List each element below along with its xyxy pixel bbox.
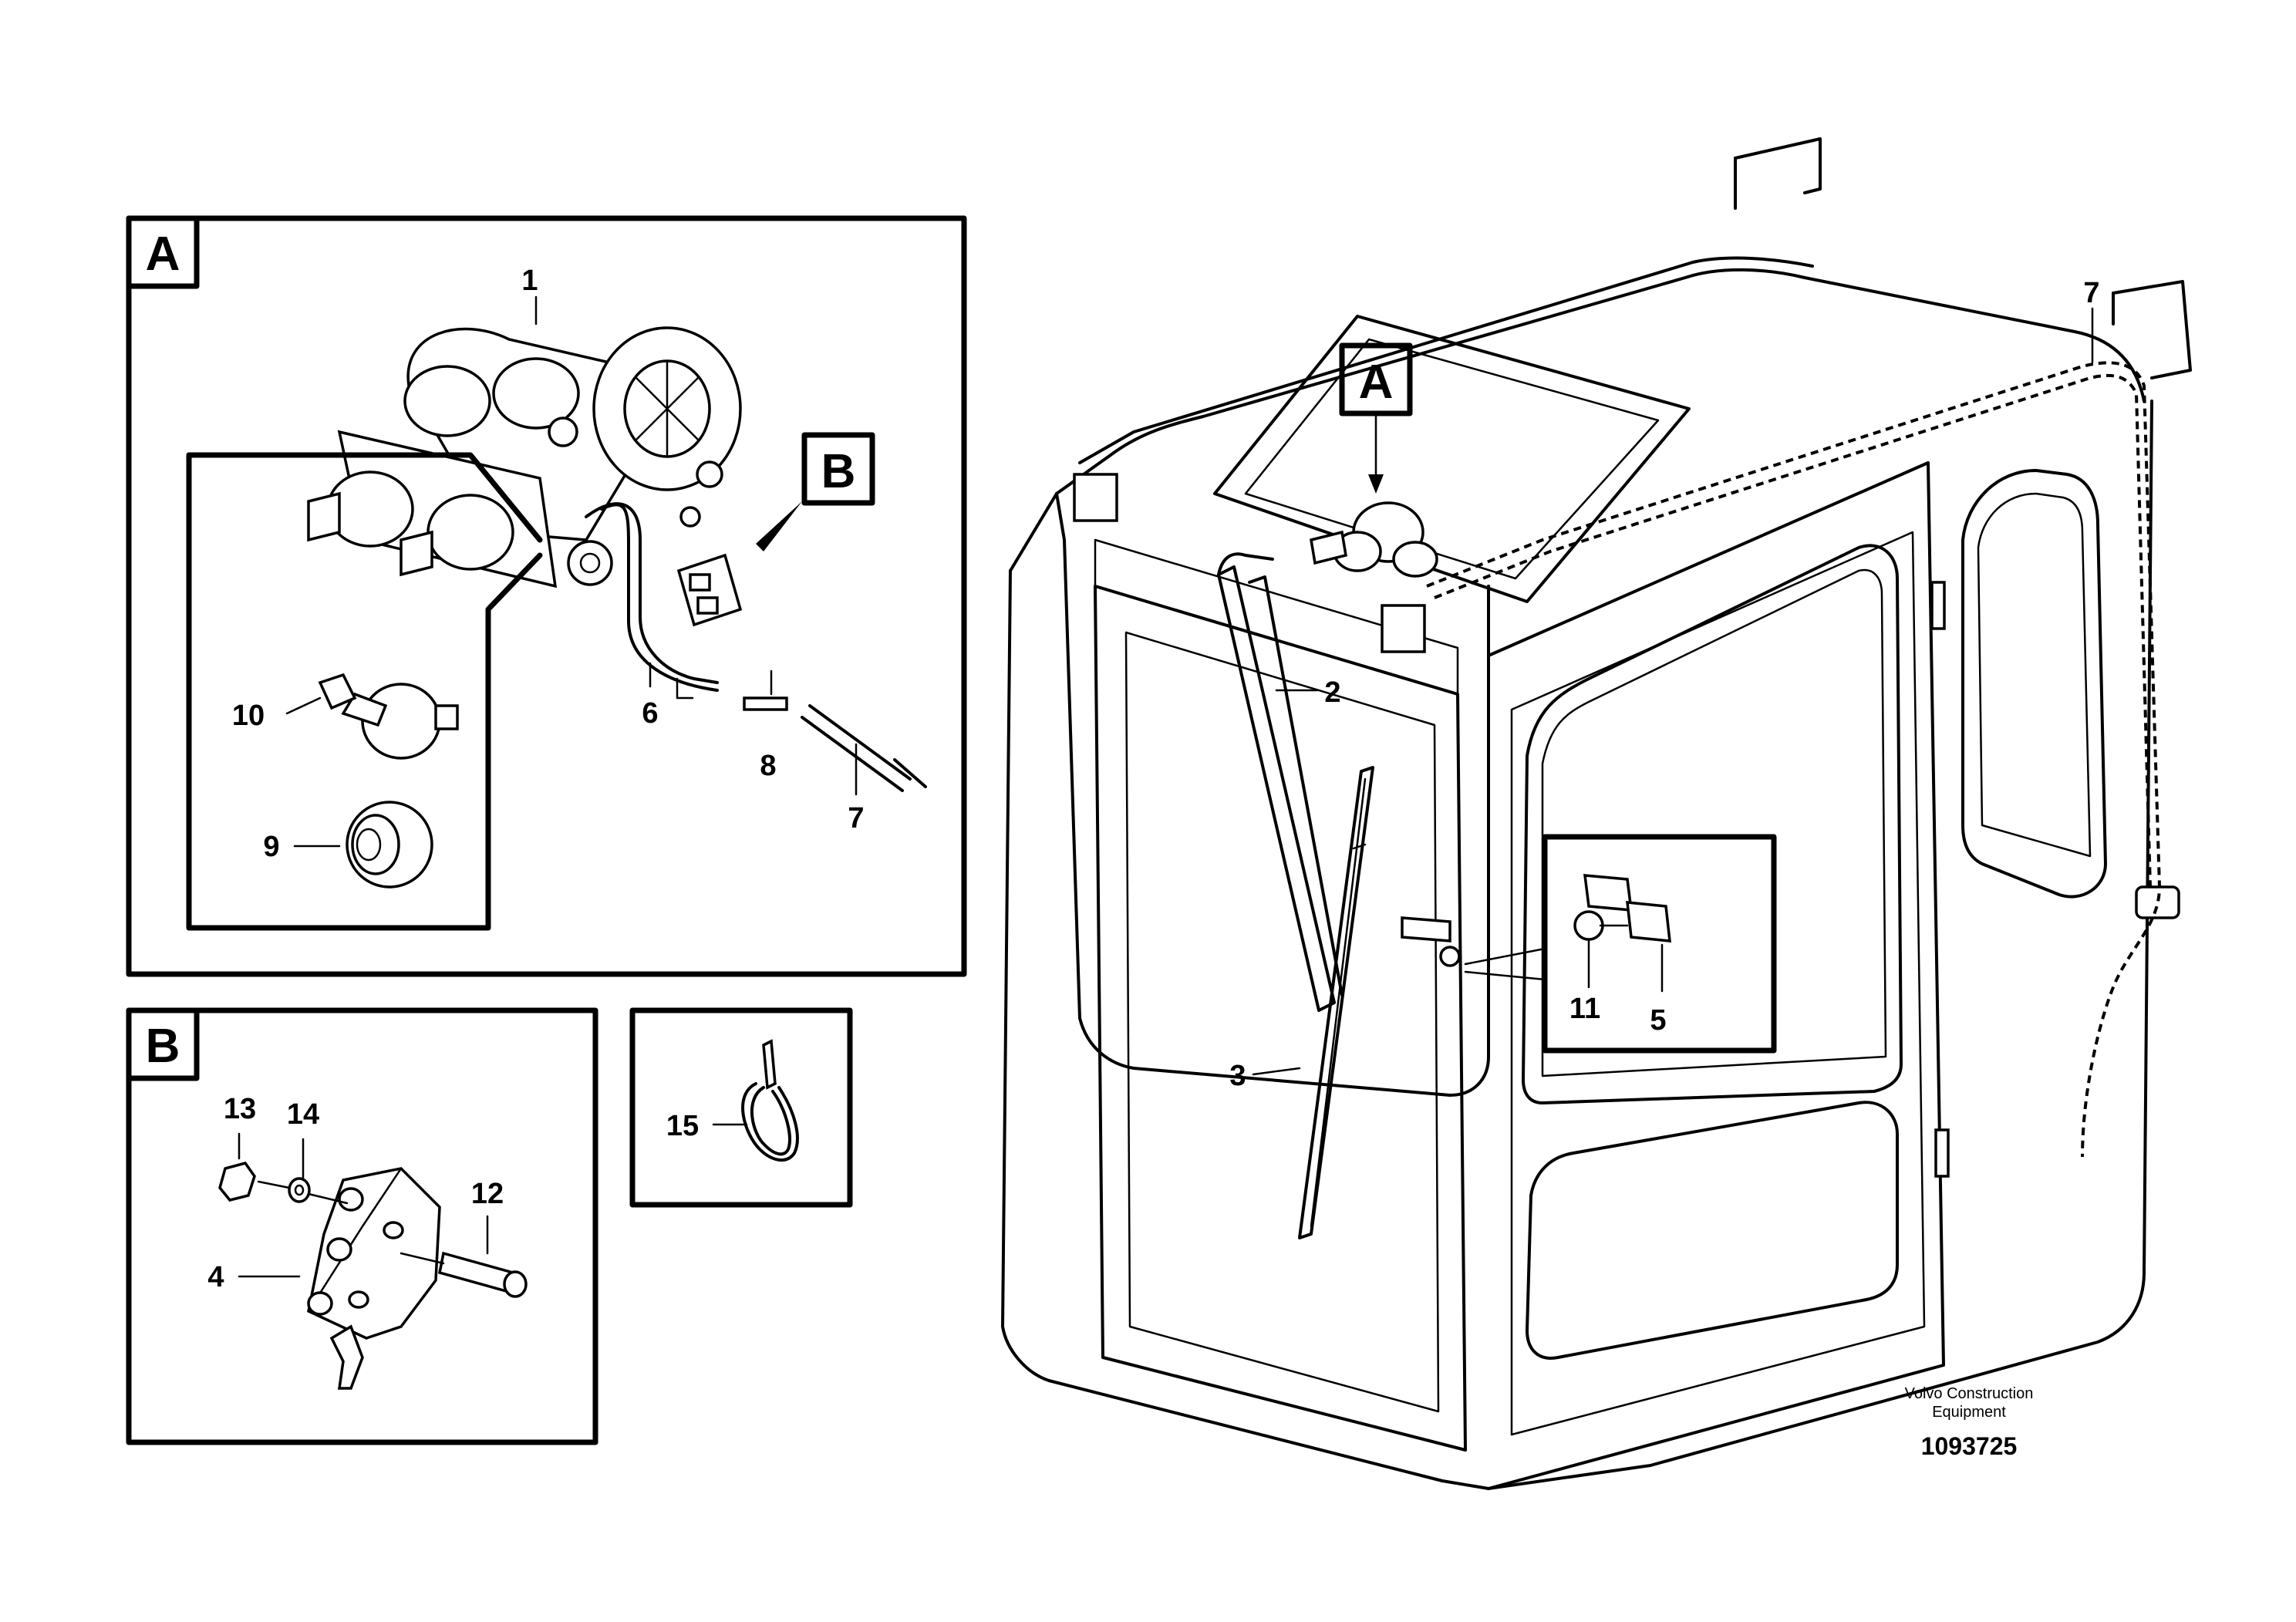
b-ref-arrow xyxy=(756,501,802,551)
panel-b-tag-box xyxy=(126,1007,200,1081)
upper-hinge xyxy=(1930,581,1946,630)
inset-9-10-frame xyxy=(186,452,543,931)
cab-right-lower xyxy=(1487,400,2153,1490)
rear-handle xyxy=(1734,137,1822,194)
rear-side-window xyxy=(1961,469,2107,899)
operator-cab: A 11 5 2 3 7 xyxy=(1001,137,2192,1490)
callout-3: 3 xyxy=(1229,1060,1246,1092)
front-light-right xyxy=(1381,604,1426,653)
door-window xyxy=(1522,544,1903,1104)
drawing-number: 1093725 xyxy=(1921,1432,2018,1460)
drawing-reference: Volvo Construction Equipment 1093725 xyxy=(1905,1385,2034,1460)
panel-a-tag-box xyxy=(126,215,200,289)
door-handle xyxy=(2135,885,2180,919)
cab-wiper-motor xyxy=(1310,501,1438,578)
rubber-grommet xyxy=(346,801,433,889)
cable-tie-loop xyxy=(741,1082,799,1162)
callout-13: 13 xyxy=(224,1093,256,1125)
hose-connector xyxy=(743,696,788,711)
cab-a-ref-tag: A xyxy=(1359,356,1394,409)
callout-9: 9 xyxy=(263,831,279,863)
cab-front-body xyxy=(1055,492,1490,1097)
door-frame xyxy=(1487,461,1945,1490)
callout-1: 1 xyxy=(521,265,538,297)
cable-tie xyxy=(762,1039,777,1090)
wiper-blade xyxy=(1298,766,1374,1239)
panel-a-b-ref-box xyxy=(801,432,875,506)
hose-clip xyxy=(676,677,694,700)
callout-12: 12 xyxy=(471,1178,504,1210)
company-line-1: Volvo Construction xyxy=(1905,1385,2034,1402)
callout-8: 8 xyxy=(760,750,776,782)
callout-5: 5 xyxy=(1650,1004,1666,1037)
callout-6: 6 xyxy=(642,697,658,730)
door-stop-bracket xyxy=(1401,874,1671,967)
bolt xyxy=(437,1251,515,1294)
callout-2: 2 xyxy=(1324,676,1340,709)
inset-11-5-frame xyxy=(1542,834,1777,1054)
company-line-2: Equipment xyxy=(1932,1404,2006,1421)
cab-a-ref-box xyxy=(1339,342,1413,416)
callout-7-cab: 7 xyxy=(2083,277,2099,309)
panel-15-frame xyxy=(629,1007,853,1208)
lower-hinge xyxy=(1934,1128,1950,1178)
panel-b-tag: B xyxy=(146,1020,180,1073)
cab-left-lower xyxy=(1001,569,1490,1490)
callout-14: 14 xyxy=(287,1098,319,1131)
callout-15: 15 xyxy=(666,1110,699,1142)
hose-segment xyxy=(808,704,912,781)
panel-a-frame xyxy=(126,215,967,977)
callout-11: 11 xyxy=(1569,993,1600,1025)
wiring-harness xyxy=(1426,361,2162,1158)
detail-panel-cable-tie: 15 xyxy=(629,1007,853,1208)
hex-nut xyxy=(218,1161,256,1202)
washer-motor-assembly xyxy=(307,326,742,588)
wiper-arm xyxy=(1217,552,1344,1012)
inset-9-10-frame-top xyxy=(186,452,543,543)
callout-10: 10 xyxy=(232,700,265,732)
hose-segment-edge xyxy=(801,716,904,792)
front-window-frame xyxy=(1094,585,1467,1452)
mounting-bracket xyxy=(307,1167,441,1390)
door-lower-panel xyxy=(1526,1101,1899,1360)
panel-b-frame xyxy=(126,1007,598,1445)
front-light-left xyxy=(1073,473,1118,522)
door-outline xyxy=(1510,531,1926,1436)
panel-a-b-ref-tag: B xyxy=(821,445,856,498)
washer-nozzle xyxy=(318,673,459,760)
cab-roof-edge xyxy=(1055,268,2146,495)
panel-a-tag: A xyxy=(146,228,180,281)
detail-panel-a: A xyxy=(126,215,967,977)
flat-washer xyxy=(288,1177,311,1203)
callout-7-panel: 7 xyxy=(848,802,864,835)
callout-4: 4 xyxy=(207,1261,224,1293)
detail-panel-b: B 13 14 12 4 xyxy=(126,1007,598,1445)
